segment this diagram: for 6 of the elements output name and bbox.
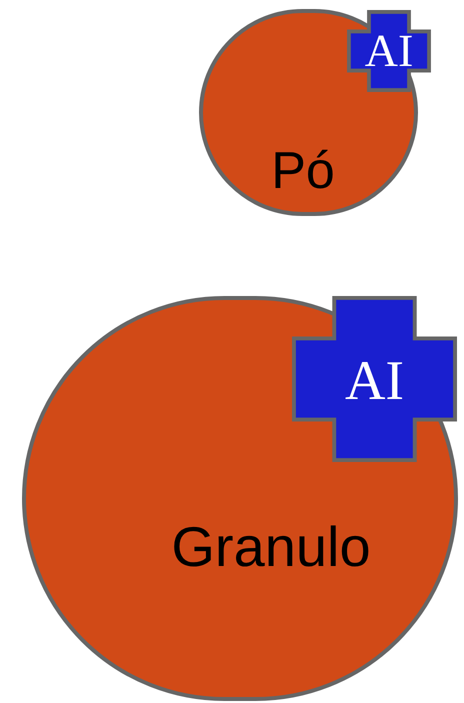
- circle-label: Pó: [270, 141, 336, 201]
- circle-label: Granulo: [170, 514, 372, 580]
- cross-shape: [292, 296, 457, 462]
- cross-label: AI: [364, 24, 414, 78]
- cross-label: AI: [344, 349, 406, 414]
- cross-shape: [347, 10, 431, 92]
